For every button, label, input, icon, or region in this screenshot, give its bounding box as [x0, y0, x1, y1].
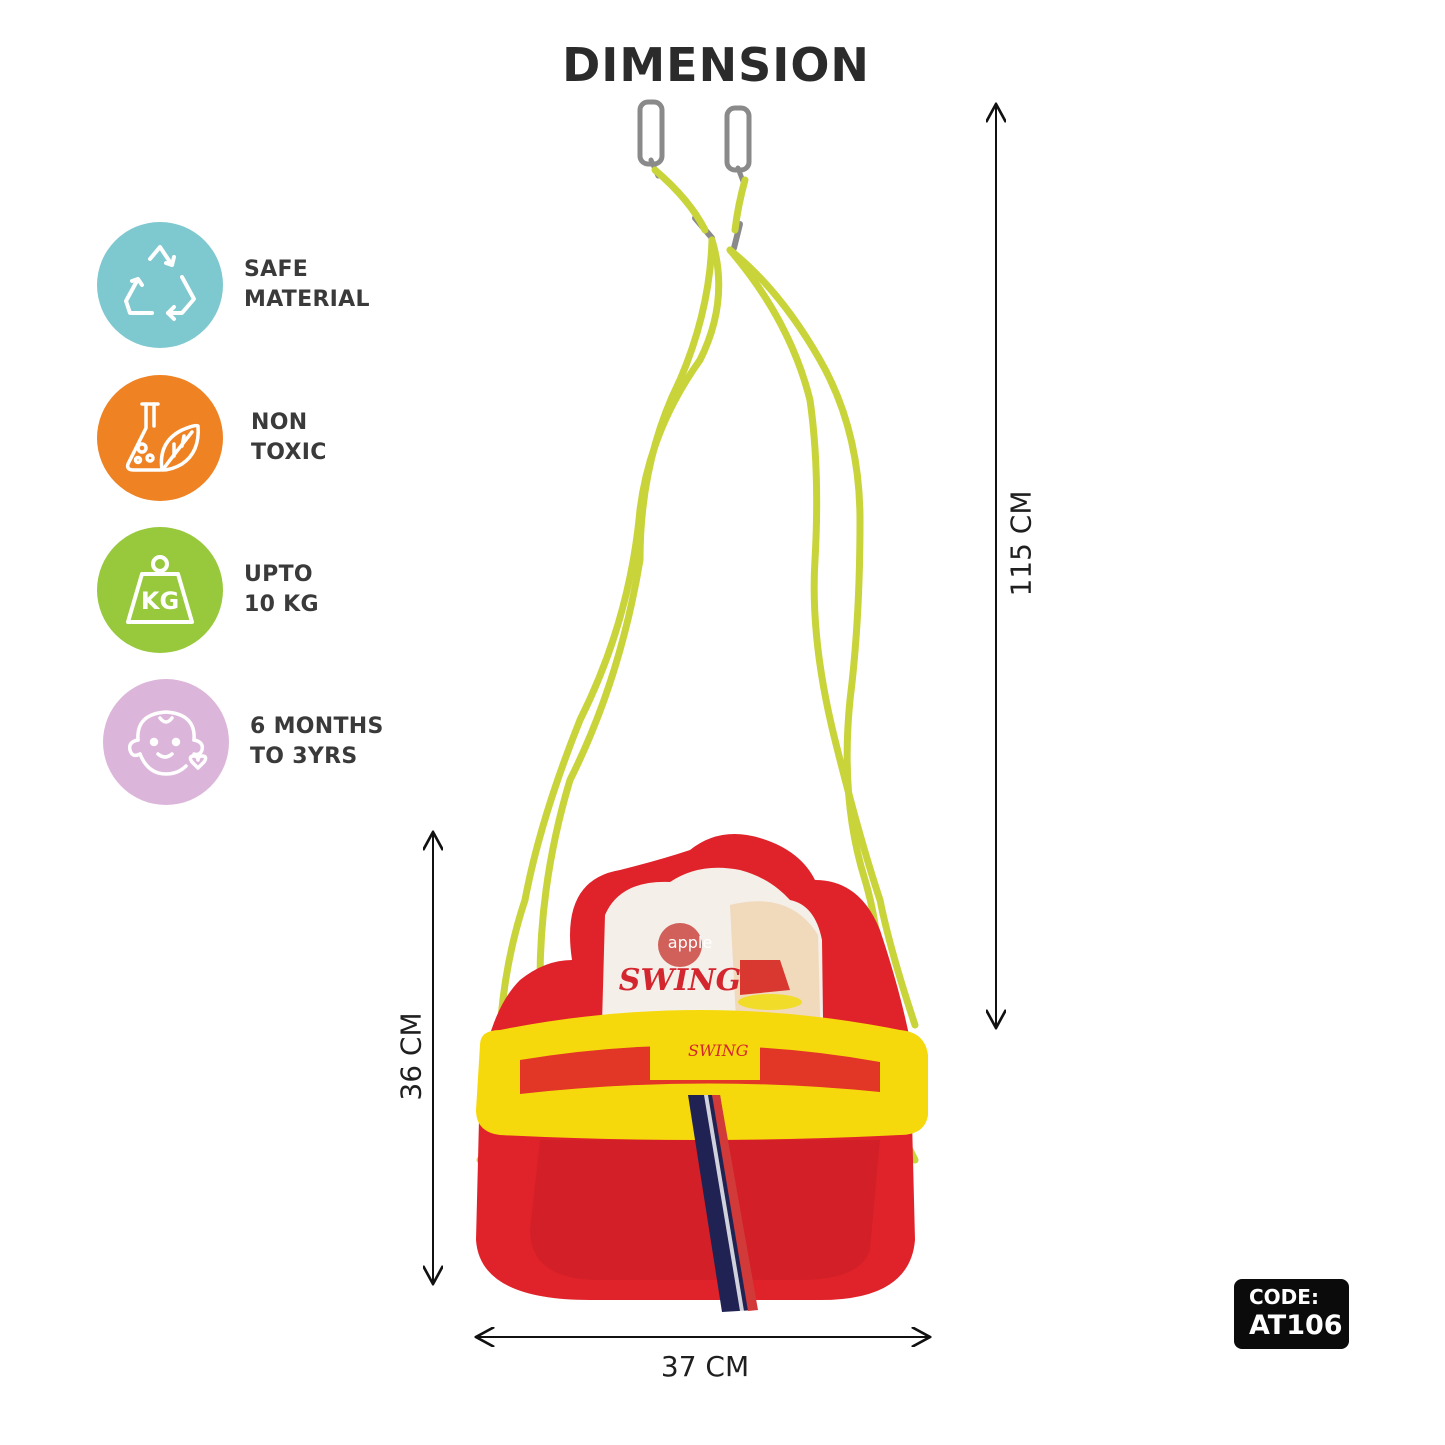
product-code-badge: CODE: AT106 [1234, 1279, 1349, 1349]
product-name-text: SWING [619, 963, 741, 998]
feature-age-range: 6 MONTHS TO 3YRS [103, 679, 384, 805]
seat-height-dimension-label: 36 CM [394, 1012, 428, 1101]
flask-leaf-icon [97, 375, 223, 501]
feature-weight-limit: KG UPTO 10 KG [97, 527, 319, 653]
feature-label: SAFE MATERIAL [244, 257, 370, 312]
crotch-strap [688, 1095, 758, 1312]
feature-label: UPTO 10 KG [244, 562, 319, 617]
height-dimension-label: 115 CM [1004, 490, 1038, 597]
code-label: CODE: [1249, 1285, 1319, 1309]
bar-product-name: SWING [688, 1041, 749, 1060]
weight-icon-text: KG [141, 587, 179, 615]
recycle-icon [97, 222, 223, 348]
brand-text: apple [668, 933, 712, 952]
ropes [476, 166, 919, 1164]
code-value: AT106 [1249, 1310, 1343, 1341]
kg-weight-icon: KG [97, 527, 223, 653]
seat-width-dimension-label: 37 CM [660, 1350, 750, 1383]
safety-bar: SWING [476, 1010, 928, 1140]
feature-safe-material: SAFE MATERIAL [97, 222, 370, 348]
feature-non-toxic: NON TOXIC [97, 375, 327, 501]
page-title: DIMENSION [562, 38, 870, 92]
feature-label: 6 MONTHS TO 3YRS [250, 714, 384, 769]
feature-label: NON TOXIC [251, 410, 327, 465]
baby-face-icon [103, 679, 229, 805]
